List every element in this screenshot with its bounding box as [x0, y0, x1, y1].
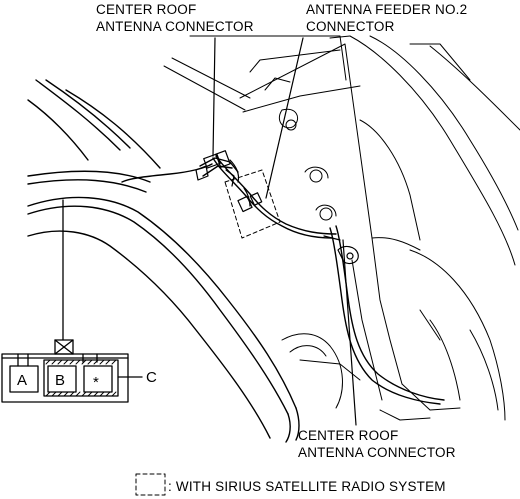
- label-line-2: ANTENNA CONNECTOR: [298, 445, 456, 460]
- legend-text: : WITH SIRIUS SATELLITE RADIO SYSTEM: [168, 479, 446, 494]
- center-roof-connector-label-bottom: CENTER ROOF ANTENNA CONNECTOR: [298, 427, 456, 461]
- connector-housing: [1, 353, 129, 403]
- legend-dashed-box: [135, 473, 166, 496]
- terminal-a-box: [9, 365, 39, 393]
- terminal-star-label: *: [93, 374, 99, 391]
- leader-line-top-right: [265, 37, 304, 199]
- antenna-feeder-clip: [323, 235, 359, 265]
- center-roof-connector-top: [195, 150, 240, 187]
- leader-line-top-left: [212, 37, 216, 157]
- center-roof-connector-label-top: CENTER ROOF ANTENNA CONNECTOR: [96, 1, 254, 35]
- sirius-dashed-box: [224, 169, 281, 239]
- body-structure: [163, 35, 520, 421]
- sirius-connector: [237, 187, 263, 213]
- terminal-b-label: B: [55, 372, 65, 389]
- hatched-frame: [43, 359, 119, 397]
- terminal-b-box: [47, 365, 77, 393]
- antenna-feeder-connector-label: ANTENNA FEEDER NO.2 CONNECTOR: [306, 1, 467, 35]
- label-line-1: ANTENNA FEEDER NO.2: [306, 2, 468, 17]
- antenna-cable: [199, 155, 445, 405]
- label-line-2: ANTENNA CONNECTOR: [96, 19, 254, 34]
- label-line-2: CONNECTOR: [306, 19, 395, 34]
- terminal-a-label: A: [17, 372, 27, 389]
- leader-line-bottom: [342, 239, 357, 426]
- callout-c-label: C: [146, 369, 157, 386]
- label-line-1: CENTER ROOF: [298, 428, 399, 443]
- connector-face: [1, 199, 143, 403]
- label-line-1: CENTER ROOF: [96, 2, 197, 17]
